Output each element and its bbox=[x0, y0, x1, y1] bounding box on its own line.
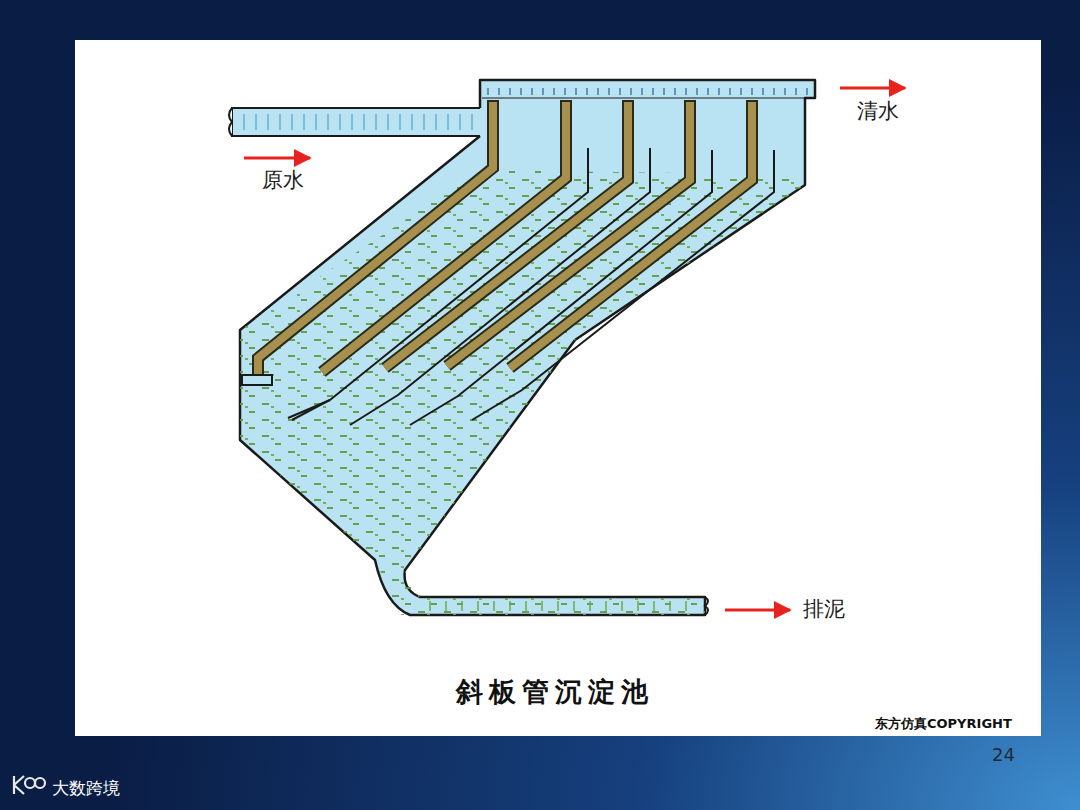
tick-mark bbox=[575, 88, 577, 95]
tick-mark bbox=[447, 114, 449, 130]
tick-mark bbox=[586, 88, 588, 95]
tick-mark bbox=[429, 601, 431, 611]
tick-mark bbox=[327, 114, 329, 130]
tick-mark bbox=[784, 88, 786, 95]
tick-mark bbox=[718, 88, 720, 95]
tick-mark bbox=[608, 88, 610, 95]
copyright-note: 东方仿真COPYRIGHT bbox=[875, 716, 1012, 732]
tick-mark bbox=[487, 88, 489, 95]
tick-mark bbox=[605, 601, 607, 611]
tick-mark bbox=[471, 114, 473, 130]
tick-mark bbox=[557, 601, 559, 611]
sludge-label: 排泥 bbox=[803, 597, 845, 622]
tick-mark bbox=[707, 88, 709, 95]
tick-mark bbox=[621, 601, 623, 611]
tick-mark bbox=[267, 114, 269, 130]
tick-mark bbox=[399, 114, 401, 130]
tick-mark bbox=[531, 88, 533, 95]
tick-mark bbox=[477, 601, 479, 611]
inflow-label: 原水 bbox=[262, 168, 304, 193]
tick-mark bbox=[619, 88, 621, 95]
tick-mark bbox=[573, 601, 575, 611]
tick-mark bbox=[509, 601, 511, 611]
tick-mark bbox=[461, 601, 463, 611]
tick-mark bbox=[509, 88, 511, 95]
tick-mark bbox=[637, 601, 639, 611]
watermark: 大数跨境 bbox=[52, 778, 120, 798]
tick-mark bbox=[630, 88, 632, 95]
tick-mark bbox=[498, 88, 500, 95]
tick-mark bbox=[315, 114, 317, 130]
tick-mark bbox=[674, 88, 676, 95]
tick-mark bbox=[762, 88, 764, 95]
tick-mark bbox=[663, 88, 665, 95]
tick-mark bbox=[291, 114, 293, 130]
tick-mark bbox=[303, 114, 305, 130]
tick-mark bbox=[459, 114, 461, 130]
diagram-caption: 斜板管沉淀池 bbox=[456, 676, 654, 708]
tick-mark bbox=[363, 114, 365, 130]
page-number: 24 bbox=[992, 744, 1015, 766]
tick-mark bbox=[795, 88, 797, 95]
tick-mark bbox=[773, 88, 775, 95]
tick-mark bbox=[375, 114, 377, 130]
tick-mark bbox=[542, 88, 544, 95]
tick-mark bbox=[740, 88, 742, 95]
tick-mark bbox=[589, 601, 591, 611]
tick-mark bbox=[351, 114, 353, 130]
tick-mark bbox=[696, 88, 698, 95]
tick-mark bbox=[564, 88, 566, 95]
tick-mark bbox=[669, 601, 671, 611]
outflow-label: 清水 bbox=[857, 99, 899, 124]
tick-mark bbox=[653, 601, 655, 611]
tick-mark bbox=[641, 88, 643, 95]
tick-mark bbox=[751, 88, 753, 95]
tick-mark bbox=[553, 88, 555, 95]
tick-mark bbox=[255, 114, 257, 130]
tick-mark bbox=[806, 88, 808, 95]
tick-mark bbox=[525, 601, 527, 611]
tick-mark bbox=[685, 88, 687, 95]
tick-mark bbox=[729, 88, 731, 95]
tick-mark bbox=[243, 114, 245, 130]
tick-mark bbox=[411, 114, 413, 130]
tick-mark bbox=[597, 88, 599, 95]
tick-mark bbox=[339, 114, 341, 130]
tick-mark bbox=[435, 114, 437, 130]
tick-mark bbox=[445, 601, 447, 611]
tick-mark bbox=[685, 601, 687, 611]
tick-mark bbox=[493, 601, 495, 611]
tick-mark bbox=[423, 114, 425, 130]
tick-mark bbox=[387, 114, 389, 130]
tick-mark bbox=[652, 88, 654, 95]
tick-mark bbox=[520, 88, 522, 95]
tick-mark bbox=[279, 114, 281, 130]
tick-mark bbox=[541, 601, 543, 611]
